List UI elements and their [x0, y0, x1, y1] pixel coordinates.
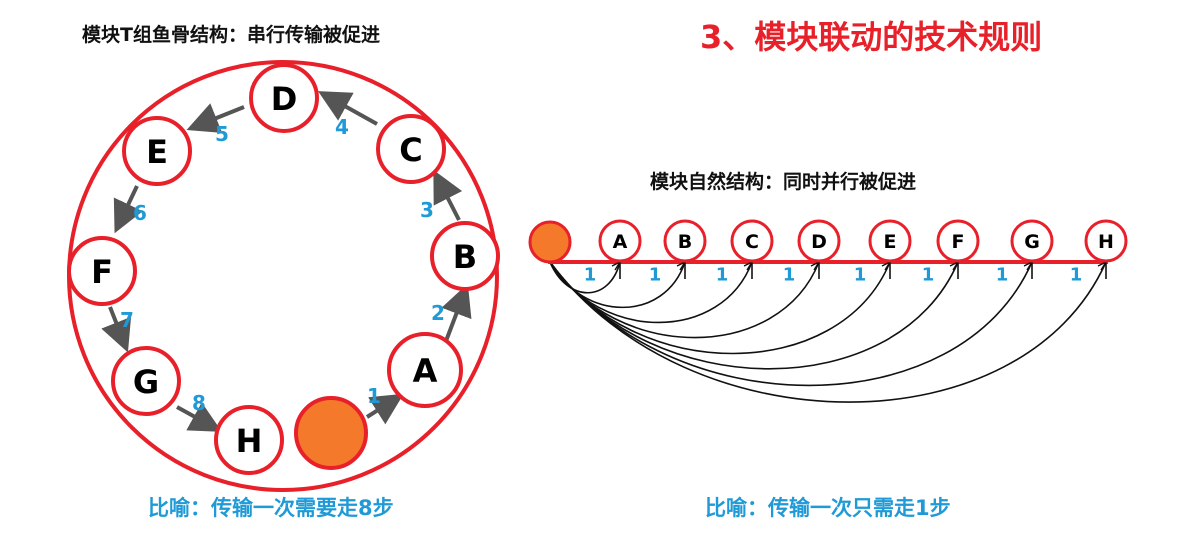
ring-start-ball — [294, 396, 368, 470]
line-curve — [549, 261, 621, 294]
ring-node-label: H — [236, 422, 263, 460]
ring-node-label: C — [399, 131, 422, 169]
line-node-circle — [730, 219, 774, 263]
line-node-circle — [663, 219, 707, 263]
ring-node-circle — [249, 63, 319, 133]
line-node-circle — [936, 219, 980, 263]
line-node-label: B — [678, 231, 692, 253]
ring-step-label: 8 — [192, 391, 206, 415]
page-title: 3、模块联动的技术规则 — [700, 18, 1043, 56]
line-step-label: 1 — [1070, 265, 1083, 286]
line-curve — [549, 261, 1107, 403]
ring-step-label: 6 — [133, 201, 147, 225]
ring-node-circle — [376, 114, 446, 184]
line-node-label: C — [745, 231, 759, 253]
line-node-label: G — [1024, 231, 1040, 253]
line-step-label: 1 — [649, 265, 662, 286]
line-node-label: E — [884, 231, 897, 253]
line-node-circle — [1010, 219, 1054, 263]
ring-arrow — [113, 185, 143, 234]
ring-node-circle — [387, 332, 463, 408]
ring-node-circle — [111, 346, 181, 416]
line-node-circle — [797, 219, 841, 263]
ring-node-label: B — [453, 238, 477, 276]
ring-step-label: 7 — [120, 308, 134, 332]
ring-arrow — [101, 306, 132, 353]
ring-node-label: D — [271, 80, 298, 118]
line-curve — [549, 261, 1033, 387]
ring-node-circle — [67, 236, 137, 306]
ring-node-label: E — [146, 133, 168, 171]
ring-arrow — [176, 402, 223, 432]
ring-node-circle — [430, 221, 500, 291]
ring-step-label: 3 — [420, 198, 434, 222]
line-node-circle — [868, 219, 912, 263]
ring-arrow — [441, 283, 472, 342]
line-node-label: F — [952, 231, 965, 253]
line-step-label: 1 — [854, 265, 867, 286]
ring-node-circle — [214, 405, 284, 475]
line-step-label: 1 — [922, 265, 935, 286]
line-node-label: D — [811, 231, 827, 253]
ring-diagram: 1 2 3 4 5 6 7 8 A B C D E F G H — [67, 60, 500, 492]
line-step-label: 1 — [996, 265, 1009, 286]
line-start-ball — [528, 220, 572, 264]
ring-node-label: F — [91, 253, 113, 291]
line-node-circle — [598, 219, 642, 263]
ring-arrow — [433, 169, 463, 221]
ring-node-label: A — [413, 352, 438, 390]
ring-step-label: 1 — [367, 384, 381, 408]
line-step-label: 1 — [783, 265, 796, 286]
line-diagram: 1 1 1 1 1 1 1 1 A B C D E F G H — [528, 219, 1128, 403]
ring-step-label: 4 — [335, 115, 349, 139]
line-curve — [549, 261, 959, 370]
ring-arrow — [318, 91, 378, 126]
line-step-label: 1 — [584, 265, 597, 286]
ring-caption: 比喻：传输一次需要走8步 — [148, 496, 394, 520]
ring-node-label: G — [133, 363, 159, 401]
ring-arrow — [365, 393, 404, 425]
ring-node-circle — [122, 116, 192, 186]
line-diagram-title: 模块自然结构：同时并行被促进 — [650, 171, 917, 193]
line-caption: 比喻：传输一次只需走1步 — [705, 496, 951, 520]
line-node-circle — [1084, 219, 1128, 263]
ring-arrow — [186, 103, 245, 133]
line-node-label: A — [613, 231, 628, 253]
ring-step-label: 5 — [215, 122, 229, 146]
ring-step-label: 2 — [431, 301, 445, 325]
line-step-label: 1 — [716, 265, 729, 286]
ring-diagram-title: 模块T组鱼骨结构：串行传输被促进 — [82, 24, 380, 46]
line-node-label: H — [1098, 231, 1114, 253]
